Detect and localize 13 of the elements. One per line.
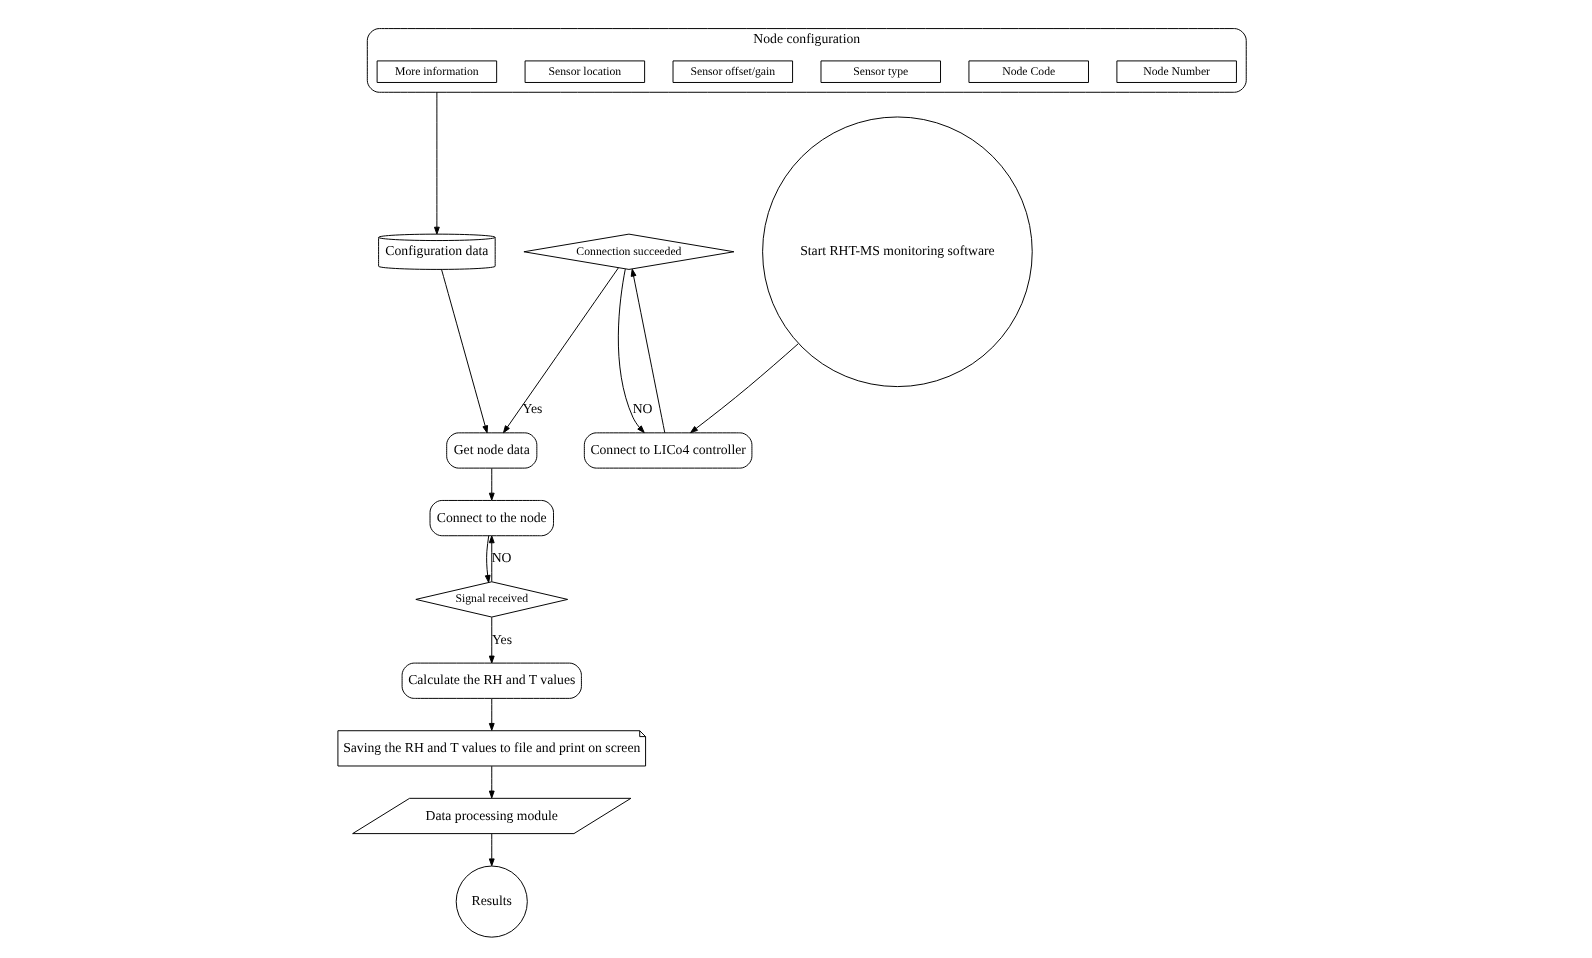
arrow xyxy=(488,467,495,501)
arrow xyxy=(434,91,440,235)
arrow xyxy=(484,535,491,583)
arrow xyxy=(488,698,495,731)
arrow xyxy=(441,269,489,434)
arrow xyxy=(503,267,619,434)
arrow xyxy=(690,343,799,434)
arrow xyxy=(488,535,495,583)
arrow xyxy=(488,765,495,799)
arrow xyxy=(488,833,495,867)
arrow xyxy=(488,616,495,664)
arrow xyxy=(617,268,645,434)
arrow xyxy=(630,268,666,434)
